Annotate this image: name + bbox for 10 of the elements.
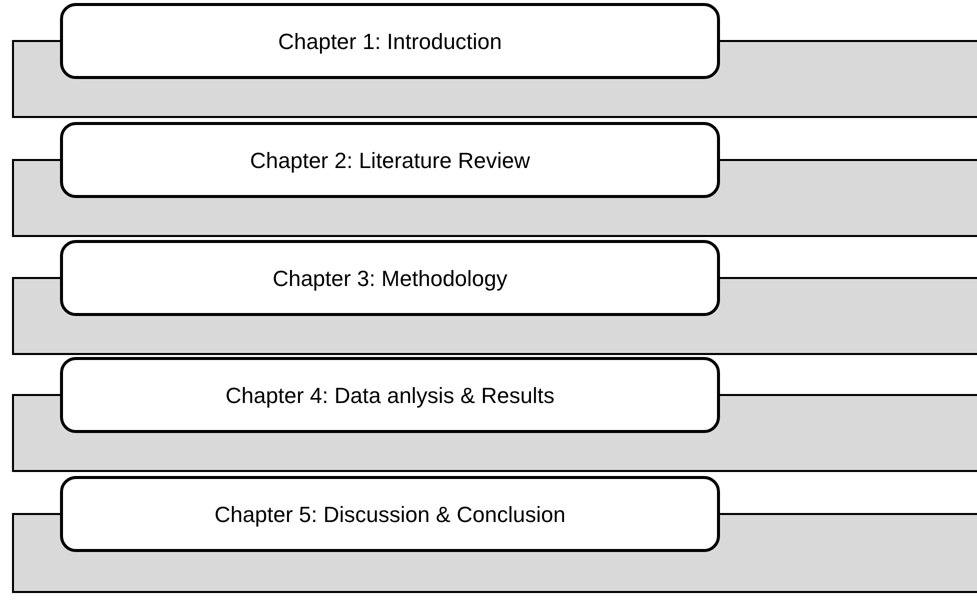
chapter-box xyxy=(60,3,720,79)
chapter-box xyxy=(60,122,720,198)
chapter-box xyxy=(60,476,720,552)
chapter-title: Chapter 4: Data anlysis & Results xyxy=(226,382,554,410)
chapter-box xyxy=(60,240,720,316)
chapter-title: Chapter 1: Introduction xyxy=(278,28,502,56)
chapter-title: Chapter 5: Discussion & Conclusion xyxy=(214,500,566,529)
chapter-box xyxy=(60,357,720,433)
chapter-title: Chapter 3: Methodology xyxy=(272,264,508,293)
chapter-title: Chapter 2: Literature Review xyxy=(250,146,530,175)
